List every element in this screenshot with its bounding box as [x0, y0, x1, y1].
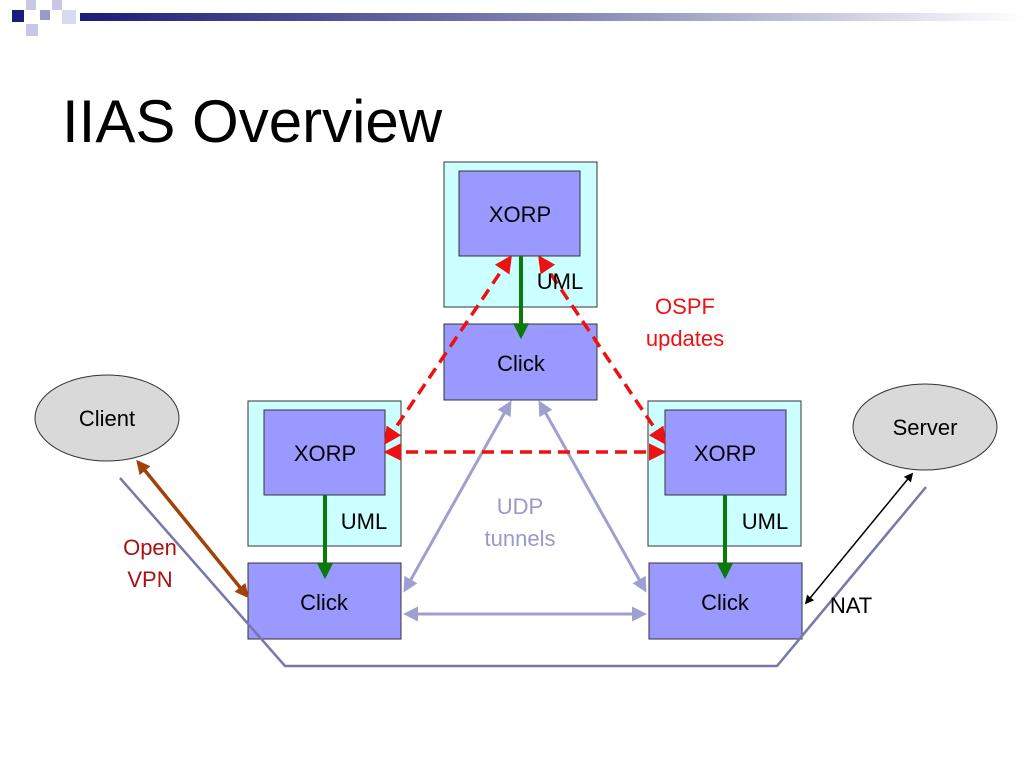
corner-square — [26, 24, 38, 36]
top-uml-label: UML — [537, 269, 583, 294]
corner-square — [52, 0, 62, 10]
udp-label-line2: tunnels — [485, 526, 556, 551]
slide-title: IIAS Overview — [62, 88, 443, 155]
openvpn-arrow — [136, 459, 249, 599]
left-uml-label: UML — [341, 509, 387, 534]
xorp-box-right — [664, 409, 787, 496]
xorp-box-left — [263, 409, 386, 496]
client-label: Client — [79, 406, 135, 431]
udp-label-line1: UDP — [497, 494, 543, 519]
corner-square — [62, 10, 76, 24]
nat-label: NAT — [830, 593, 872, 618]
openvpn-label-line1: Open — [123, 535, 177, 560]
server-label: Server — [893, 415, 958, 440]
udp-tunnel-top-left — [403, 400, 512, 593]
left-click-label: Click — [300, 590, 349, 615]
nat-arrow — [804, 472, 914, 605]
xorp-box-top — [458, 170, 581, 257]
ospf-label-line1: OSPF — [655, 294, 715, 319]
right-uml-label: UML — [742, 509, 788, 534]
udp-tunnel-top-right — [538, 400, 647, 593]
client-node — [34, 374, 180, 462]
corner-decoration — [12, 0, 1024, 36]
right-xorp-label: XORP — [694, 441, 756, 466]
header-bar — [80, 13, 1024, 21]
corner-square — [40, 10, 50, 20]
top-click-label: Click — [497, 351, 546, 376]
openvpn-label-line2: VPN — [127, 567, 172, 592]
ospf-label-line2: updates — [646, 326, 724, 351]
top-xorp-label: XORP — [489, 202, 551, 227]
corner-square — [26, 0, 36, 10]
corner-square — [12, 10, 24, 22]
left-xorp-label: XORP — [294, 441, 356, 466]
right-click-label: Click — [701, 590, 750, 615]
server-node — [852, 383, 998, 471]
